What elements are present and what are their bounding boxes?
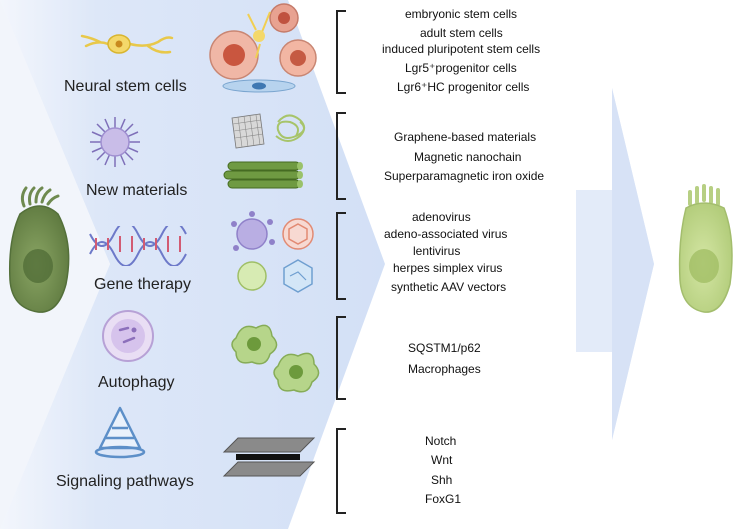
dna-helix-icon	[89, 226, 187, 266]
item-embryonic-stem-cells: embryonic stem cells	[405, 7, 518, 21]
item-lgr5-progenitor-cells: Lgr5⁺progenitor cells	[405, 61, 517, 75]
neuron-icon	[80, 34, 174, 54]
nanoparticle-icon	[90, 117, 140, 167]
item-sqstm1-p62: SQSTM1/p62	[408, 341, 481, 355]
item-lentivirus: lentivirus	[413, 244, 461, 258]
bracket-4	[336, 316, 346, 400]
cell-icon	[102, 310, 154, 362]
item-synthetic-aav-vectors: synthetic AAV vectors	[391, 280, 507, 294]
item-induced-pluripotent-stem-cells: induced pluripotent stem cells	[382, 42, 541, 56]
graphene-sheet-icon	[231, 113, 306, 149]
bracket-1	[336, 10, 346, 94]
item-macrophages: Macrophages	[408, 362, 481, 376]
item-notch: Notch	[425, 434, 457, 448]
item-foxg1: FoxG1	[425, 492, 462, 506]
nanotube-bundle-icon	[223, 161, 303, 189]
item-superparamagnetic-iron-oxide: Superparamagnetic iron oxide	[384, 169, 545, 183]
item-graphene-based-materials: Graphene-based materials	[394, 130, 537, 144]
item-herpes-simplex-virus: herpes simplex virus	[393, 261, 503, 275]
bracket-2	[336, 112, 346, 200]
virus-icon	[231, 211, 314, 293]
healthy-hair-cell-icon	[678, 184, 733, 313]
item-adult-stem-cells: adult stem cells	[420, 26, 503, 40]
category-label-signaling-pathways: Signaling pathways	[56, 473, 194, 490]
category-label-autophagy: Autophagy	[98, 374, 175, 391]
category-label-neural-stem-cells: Neural stem cells	[64, 78, 187, 95]
macrophage-icon	[231, 324, 320, 393]
category-label-gene-therapy: Gene therapy	[94, 276, 191, 293]
cone-icon	[94, 406, 146, 459]
bracket-3	[336, 212, 346, 300]
bracket-5	[336, 428, 346, 514]
item-wnt: Wnt	[431, 453, 453, 467]
pathway-plates-icon	[222, 437, 316, 477]
item-magnetic-nanochain: Magnetic nanochain	[414, 150, 522, 164]
item-adenovirus: adenovirus	[412, 210, 471, 224]
category-label-new-materials: New materials	[86, 182, 188, 199]
stem-cells-icon	[209, 3, 317, 93]
item-adeno-associated-virus: adeno-associated virus	[384, 227, 508, 241]
item-shh: Shh	[431, 473, 453, 487]
item-lgr6-hc-progenitor-cells: Lgr6⁺HC progenitor cells	[397, 80, 530, 94]
damaged-hair-cell-icon	[8, 186, 70, 313]
